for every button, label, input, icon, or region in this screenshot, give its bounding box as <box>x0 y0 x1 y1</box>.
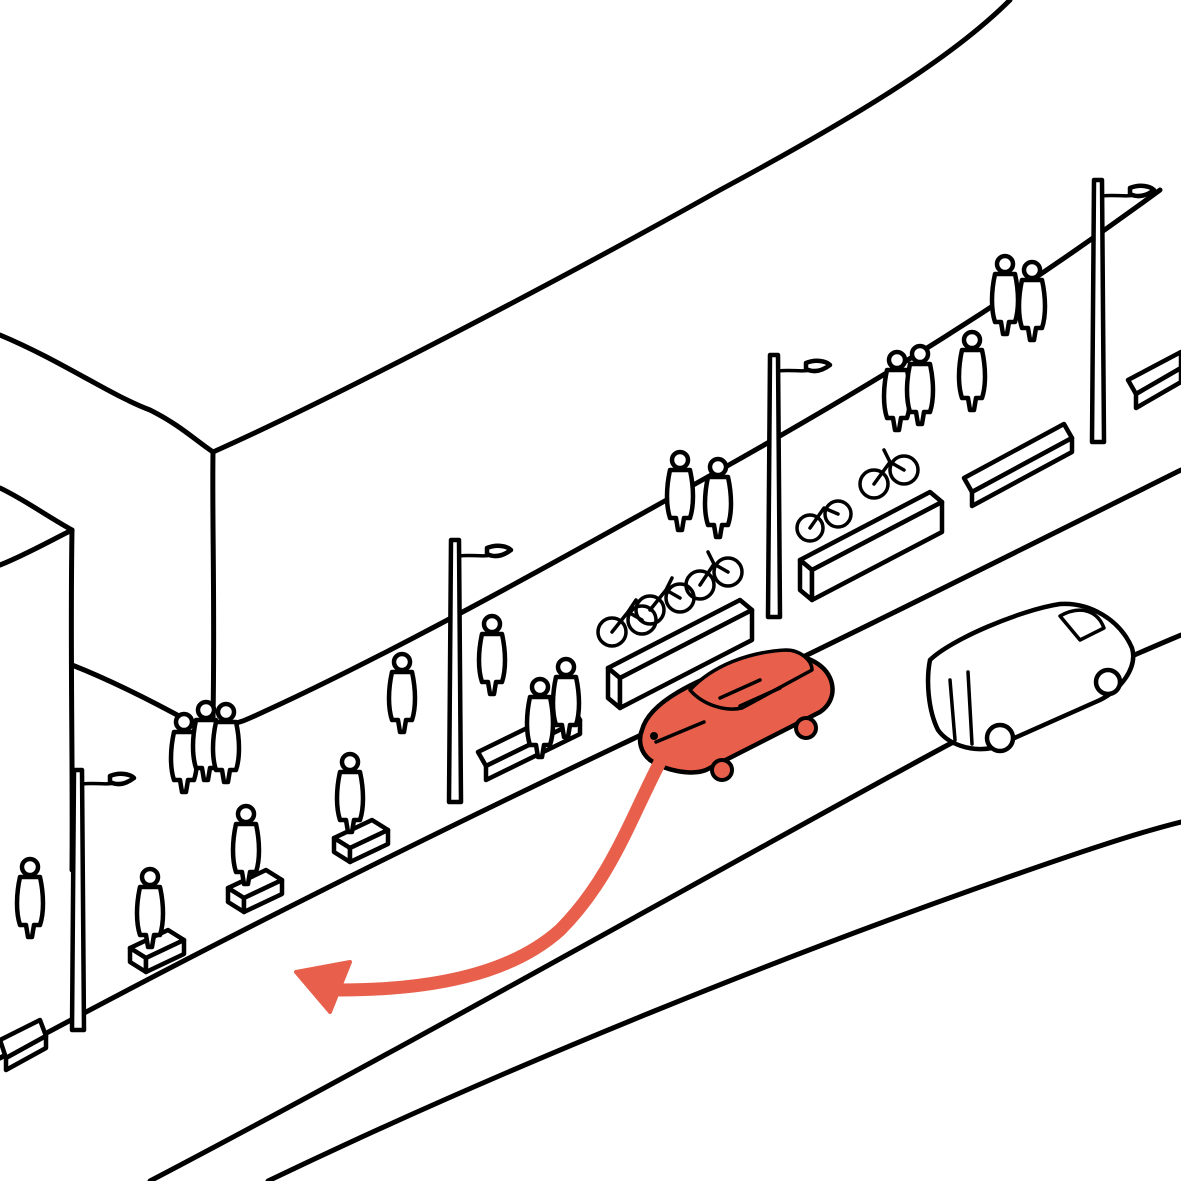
bicycle-icon <box>596 550 755 711</box>
bench-icon <box>0 1017 49 1073</box>
pedestrian-icon <box>389 654 415 732</box>
pedestrian-icon <box>479 616 505 694</box>
pedestrian-icon <box>17 859 43 937</box>
planter-icon <box>127 869 187 975</box>
pedestrian-icon <box>171 702 239 792</box>
planter-icon <box>331 754 391 865</box>
street-lamp-icon <box>765 352 833 620</box>
street-lamp-icon <box>1089 177 1157 445</box>
planter-icon <box>225 806 285 915</box>
pedestrian-icon <box>992 256 1045 340</box>
curved-arrow-icon <box>294 755 667 1014</box>
street-lamp-icon <box>69 767 137 1033</box>
bicycle-icon <box>795 448 945 603</box>
pedestrian-icon <box>667 452 731 537</box>
bench-icon <box>1125 349 1181 411</box>
street-lines <box>0 467 1181 1181</box>
bench-icon <box>961 421 1075 509</box>
van-icon <box>925 601 1136 754</box>
pedestrian-icon <box>959 332 985 410</box>
bench-icon <box>475 659 583 783</box>
red-car-icon <box>637 648 835 782</box>
street-lamp-icon <box>446 537 514 805</box>
sidewalk-edge <box>0 467 1181 1061</box>
road-far-edge <box>265 819 1181 1181</box>
